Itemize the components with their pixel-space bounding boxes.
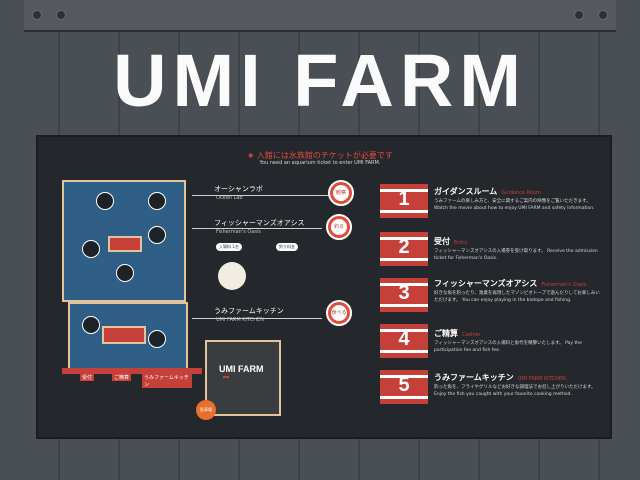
ocean-lab-label: オーシャンラボ	[214, 185, 263, 193]
kitchen-label-en: UMI FARM KITCHEN	[216, 317, 264, 323]
top-rail	[24, 0, 616, 32]
fishing-icon: 釣る	[326, 214, 352, 240]
tank-icon	[116, 264, 134, 282]
tank-icon	[82, 316, 100, 334]
step-number: 3	[398, 282, 410, 304]
farm-logo: UMI FARM	[219, 364, 264, 374]
step-number: 4	[398, 328, 410, 350]
map-label-entry: 受付	[80, 374, 95, 381]
ticket-notice: ★ 入館には水族館のチケットが必要です	[0, 150, 640, 161]
bolt-icon	[56, 10, 66, 20]
kitchen-building: UMI FARM	[205, 340, 281, 416]
connector-line	[192, 228, 322, 229]
farm-badge	[223, 376, 229, 378]
step-2-marker: 2	[380, 232, 428, 266]
step-number: 1	[398, 188, 410, 210]
bolt-icon	[32, 10, 42, 20]
tank-icon	[96, 192, 114, 210]
tank-icon	[82, 240, 100, 258]
star-icon: ★	[247, 151, 257, 160]
step-1-desc: うみファームの楽しみ方と、安全に関するご案内の映像をご覧いただきます。 Watc…	[434, 199, 595, 211]
step-3-desc: 好きな魚を釣ったり、漁業を再現したマゾンビオトープで遊んだりしてお楽しみいただけ…	[434, 291, 600, 303]
floor-map: 受付 ご精算 うみファームキッチン	[62, 180, 202, 390]
fee-pill: 入場料 1名	[216, 243, 242, 251]
connector-line	[192, 195, 332, 196]
step-number: 2	[398, 236, 410, 258]
oasis-label-en: Fisherman's Oasis	[216, 229, 261, 235]
map-path	[62, 368, 202, 374]
fish-badge-icon	[218, 262, 246, 290]
oasis-label: フィッシャーマンズオアシス	[214, 219, 305, 227]
step-1-marker: 1	[380, 184, 428, 218]
step-4-marker: 4	[380, 324, 428, 358]
fee-pill: 釣り料金	[276, 243, 298, 251]
step-4-desc: フィッシャーマンズオアシスの入場料と魚代を精算いたします。 Pay the pa…	[434, 341, 582, 353]
step-5-marker: 5	[380, 370, 428, 404]
step-number: 5	[398, 374, 410, 396]
tank-icon	[148, 226, 166, 244]
map-label-kitchen: うみファームキッチン	[142, 374, 192, 388]
connector-line	[192, 318, 322, 319]
bolt-icon	[574, 10, 584, 20]
sign-title: UMI FARM	[113, 39, 527, 122]
tank-icon	[148, 330, 166, 348]
ocean-lab-label-en: Ocean Lab	[216, 195, 243, 201]
eat-icon: 食べる	[326, 300, 352, 326]
observe-icon: 観察	[328, 180, 354, 206]
kitchen-label: うみファームキッチン	[214, 307, 284, 315]
step-5-desc: 釣った魚を、フライやグリルなどお好きな調理法でお召し上がりいただけます。 Enj…	[434, 385, 596, 397]
ticket-notice-en: You need an aquarium ticket to enter UMI…	[259, 160, 381, 166]
step-2-desc: フィッシャーマンズオアシスの入場券を受け取ります。 Receive the ad…	[434, 249, 598, 261]
step-3-marker: 3	[380, 278, 428, 312]
map-oasis-block	[102, 326, 146, 344]
bolt-icon	[598, 10, 608, 20]
map-label-cashier: ご精算	[112, 374, 132, 381]
map-center-block	[108, 236, 142, 252]
notice-ja: 入館には水族館のチケットが必要です	[256, 151, 393, 160]
parking-badge: 駐車場	[196, 400, 216, 420]
tank-icon	[148, 192, 166, 210]
map-room-lower	[68, 302, 188, 370]
